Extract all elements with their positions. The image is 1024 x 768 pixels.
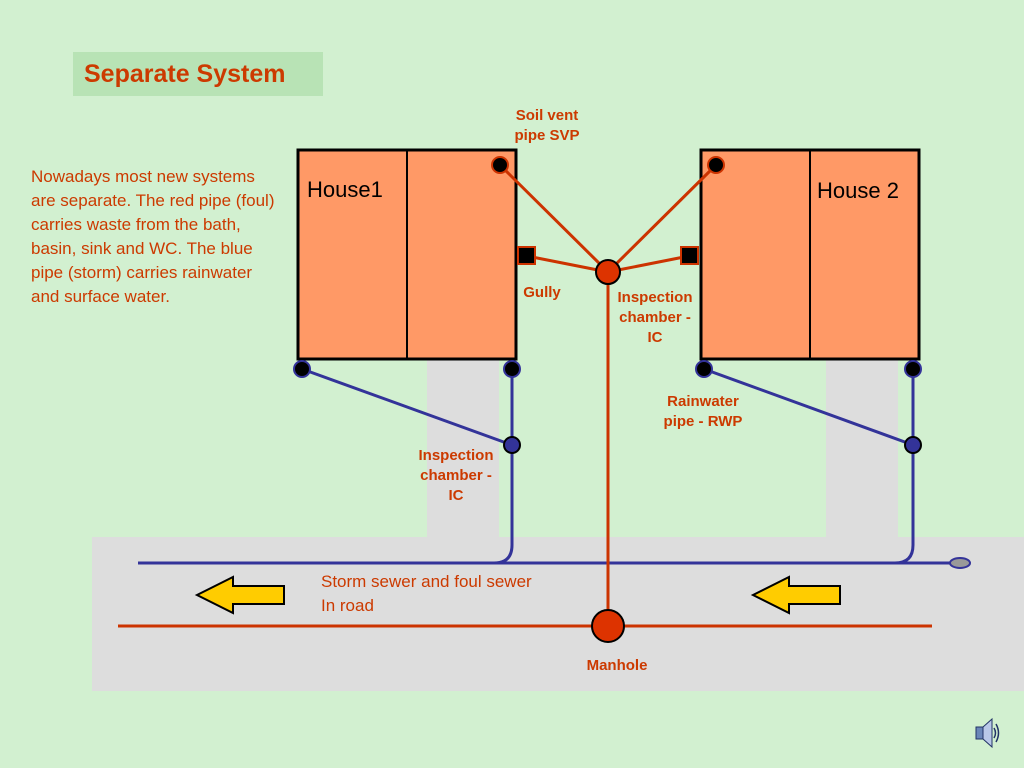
house-2 — [699, 148, 921, 361]
house2-svp-link — [606, 163, 718, 274]
house2-storm-drain — [894, 369, 915, 565]
road-area — [92, 537, 1024, 691]
rwp-fitting-2a — [695, 360, 713, 378]
left-arrow-icon — [750, 575, 841, 615]
svp-fitting-2 — [707, 156, 725, 174]
house1-svp-link — [498, 163, 610, 274]
storm-inspection-chamber-1 — [503, 436, 521, 454]
storm-sewer-end — [949, 557, 971, 569]
svp-fitting-1 — [491, 156, 509, 174]
page-title: Separate System — [84, 60, 286, 88]
road-caption: Storm sewer and foul sewer In road — [321, 572, 532, 615]
title-box: Separate System — [73, 52, 323, 96]
house2-drive — [826, 360, 898, 538]
house1-storm-drain — [493, 369, 514, 565]
rwp-fitting-1a — [293, 360, 311, 378]
house1-gully-link — [526, 254, 609, 274]
gully-1 — [517, 246, 536, 265]
house2-gully-link — [607, 254, 690, 274]
foul-pipes — [118, 163, 932, 628]
left-arrow-icon — [194, 575, 285, 615]
house1-rwp-link — [301, 367, 513, 447]
speaker-icon[interactable] — [973, 716, 1001, 750]
house1-drive — [427, 360, 499, 538]
storm-ic-label: Inspection chamber - IC — [418, 447, 494, 504]
svp-label: Soil vent pipe SVP — [514, 107, 580, 144]
rwp-label: Rainwater pipe - RWP — [663, 393, 743, 430]
rwp-fitting-1b — [503, 360, 521, 378]
manhole-label: Manhole — [586, 657, 648, 674]
gully-2 — [680, 246, 699, 265]
storm-pipes — [138, 367, 958, 565]
storm-inspection-chamber-2 — [904, 436, 922, 454]
foul-inspection-chamber — [595, 259, 621, 285]
house-1-label: House1 — [307, 177, 383, 202]
house2-rwp-link — [703, 367, 914, 447]
description-text: Nowadays most new systems are separate. … — [31, 167, 275, 306]
rwp-fitting-2b — [904, 360, 922, 378]
gully-label: Gully — [523, 284, 561, 301]
house-1 — [296, 148, 518, 361]
foul-ic-label: Inspection chamber - IC — [617, 289, 693, 346]
house-2-label: House 2 — [817, 178, 899, 203]
manhole — [591, 609, 625, 643]
